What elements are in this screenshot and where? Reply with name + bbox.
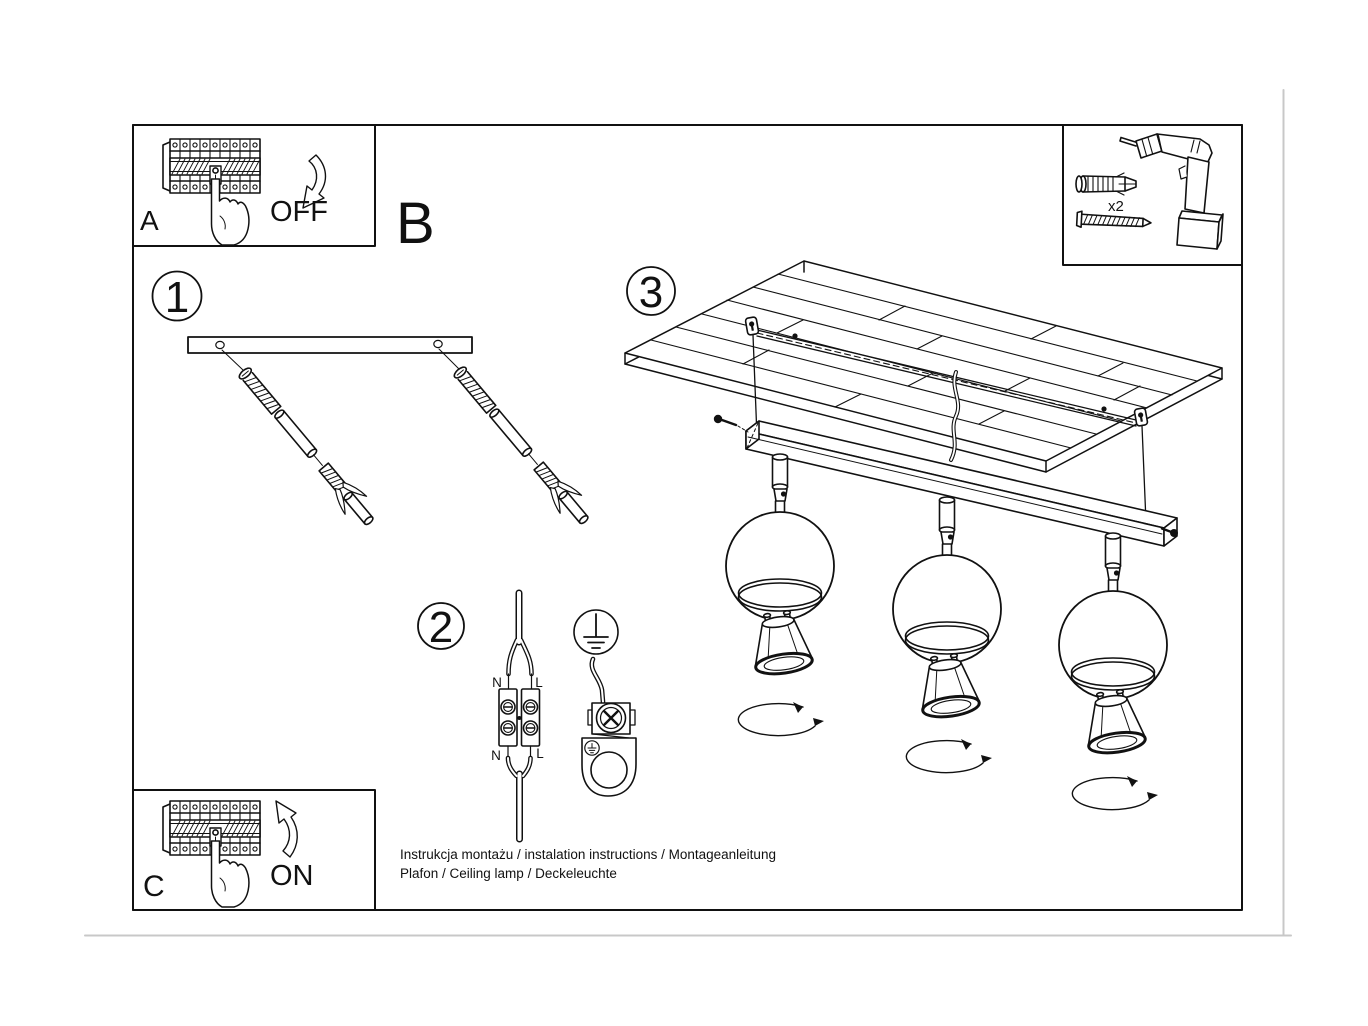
box-c-label: C: [143, 870, 165, 903]
spot-stem-icon: [1104, 532, 1122, 592]
box-c-frame: [132, 789, 376, 911]
spot-stem-icon: [771, 453, 789, 513]
on-label: ON: [270, 860, 314, 892]
tools-box: [1075, 133, 1224, 250]
step3-badge: [626, 266, 676, 316]
screw-anchor-assembly-right: [446, 359, 597, 532]
wire-neutral-bottom-label: N: [491, 748, 501, 763]
wire-neutral-top-label: N: [492, 675, 502, 690]
outer-frame: [132, 124, 1243, 911]
step3-number: 3: [639, 268, 663, 317]
spot-3: [1058, 532, 1168, 811]
canopy-bar: [713, 414, 1178, 547]
spot-2: [892, 496, 1002, 774]
box-a-label: A: [140, 205, 159, 236]
page-margin-rules: [84, 89, 1292, 937]
text-layer: A OFF C ON B x2 1 2 3 N L N L Instrukcja…: [140, 191, 1124, 903]
gu10-bulb-icon: [747, 606, 816, 679]
curved-arrow-up-icon: [275, 800, 298, 858]
step1-mounting-bar: [151, 270, 597, 533]
curved-arrow-down-icon: [302, 154, 327, 209]
rotation-arrow-icon: [905, 738, 993, 774]
supply-cable: [949, 370, 961, 462]
wire-live-top-label: L: [535, 675, 543, 690]
ball-spot-shade-icon: [1058, 590, 1168, 700]
spot-stem-icon: [938, 496, 956, 556]
circuit-breaker-panel-icon: [162, 800, 261, 908]
circuit-breaker-panel-icon: [162, 138, 261, 246]
ball-spot-shade-icon: [892, 554, 1002, 664]
step2-number: 2: [429, 603, 453, 652]
wire-live-bottom-label: L: [536, 746, 544, 761]
bar-hole-left: [215, 340, 225, 350]
rotation-arrow-icon: [1071, 775, 1159, 811]
earth-ground-symbol-icon: [573, 609, 619, 655]
step1-badge: [151, 270, 203, 322]
ground-wire: [589, 656, 606, 705]
spot-1: [725, 453, 835, 737]
tools-box-frame: [1062, 124, 1243, 266]
ball-spot-shade-icon: [725, 511, 835, 621]
anchor-quantity-label: x2: [1108, 198, 1124, 215]
mounting-rail: [744, 315, 1149, 428]
off-label: OFF: [270, 196, 328, 228]
supply-cable-top: [506, 589, 534, 691]
terminal-block: [498, 688, 541, 747]
caption-line-1: Instrukcja montażu / instalation instruc…: [400, 847, 776, 862]
keyhole-plate-left: [744, 315, 760, 337]
wall-anchor-icon: [1075, 172, 1137, 196]
box-c-power-on: [162, 800, 298, 908]
ceiling-panel: [624, 260, 1223, 473]
keyhole-plate-right: [1133, 406, 1149, 428]
box-a-power-off: [162, 138, 327, 246]
box-a-frame: [132, 124, 376, 247]
gu10-bulb-icon: [1080, 685, 1149, 758]
caption-line-2: Plafon / Ceiling lamp / Deckeleuchte: [400, 866, 617, 881]
bar-hole-right: [433, 339, 443, 349]
screw-icon: [1075, 210, 1152, 229]
step3-ceiling-installation: [624, 260, 1223, 811]
section-b-label: B: [396, 191, 435, 256]
alignment-lines: [752, 334, 1147, 523]
ground-clamp: [581, 702, 637, 797]
lamp-cable-bottom: [505, 745, 533, 843]
step2-badge: [417, 602, 465, 650]
gu10-bulb-icon: [914, 649, 983, 722]
rotation-arrow-icon: [737, 701, 825, 737]
step1-number: 1: [165, 273, 189, 322]
step2-wiring: [417, 589, 637, 843]
mounting-bar: [187, 336, 473, 354]
drill-icon: [1119, 133, 1224, 250]
screw-anchor-assembly-left: [231, 360, 382, 533]
